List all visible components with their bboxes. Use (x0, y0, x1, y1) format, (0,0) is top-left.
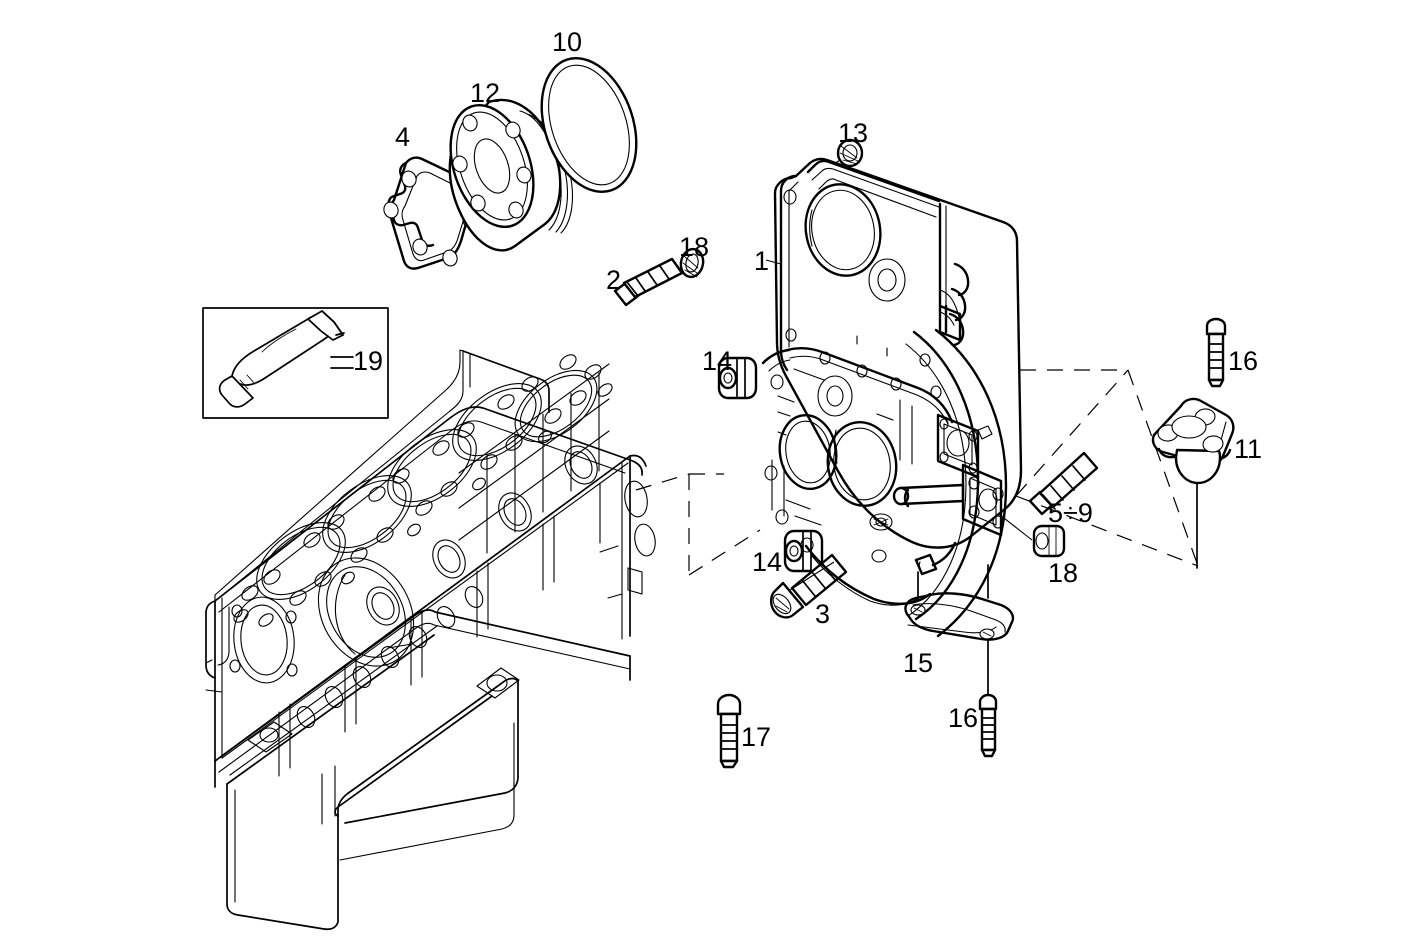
callout-16-top: 16 (1228, 346, 1259, 376)
callout-13: 13 (838, 118, 869, 148)
sealant-tube-icon (218, 310, 345, 408)
part-16-bolt-upper (1205, 317, 1227, 388)
part-15-cover-plate (904, 564, 1015, 701)
leader-lines (765, 259, 782, 265)
callout-1: 1 (754, 246, 770, 276)
assembly-dashed-lines (635, 369, 1199, 576)
callout-10: 10 (552, 27, 583, 57)
callout-14-top: 14 (702, 346, 733, 376)
callout-4: 4 (395, 122, 411, 152)
callout-12: 12 (470, 78, 501, 108)
callout-15: 15 (903, 648, 934, 678)
part-11-mount-bracket (1151, 397, 1235, 485)
part-13-plug (805, 138, 864, 184)
part-12-seal-carrier-flange (448, 98, 574, 252)
engine-block (205, 349, 656, 931)
callout-17: 17 (741, 722, 772, 752)
part-18-washer-top (679, 247, 705, 279)
part-4-gasket (383, 156, 478, 270)
callout-5-9: 5÷9 (1048, 498, 1093, 528)
part-2-bolt (613, 257, 684, 307)
callout-14-bot: 14 (752, 547, 783, 577)
legend-item-number: 19 (353, 346, 384, 376)
callout-11: 11 (1234, 434, 1263, 464)
part-1-timing-gear-housing (761, 157, 1023, 638)
part-18-plug-lower (994, 510, 1066, 558)
part-10-o-ring (540, 57, 638, 193)
legend-box-group (202, 307, 389, 419)
callout-3: 3 (815, 599, 831, 629)
part-14-dowel-upper (717, 356, 758, 400)
part-17-bolt (716, 693, 742, 769)
part-16-bolt-lower (978, 693, 998, 758)
callout-16-bot: 16 (948, 703, 979, 733)
equals-sign (330, 356, 354, 369)
callout-18-bot: 18 (1048, 558, 1079, 588)
callout-18-top: 18 (679, 232, 710, 262)
part-5-9-bolt (1028, 451, 1099, 516)
callout-2: 2 (606, 265, 622, 295)
